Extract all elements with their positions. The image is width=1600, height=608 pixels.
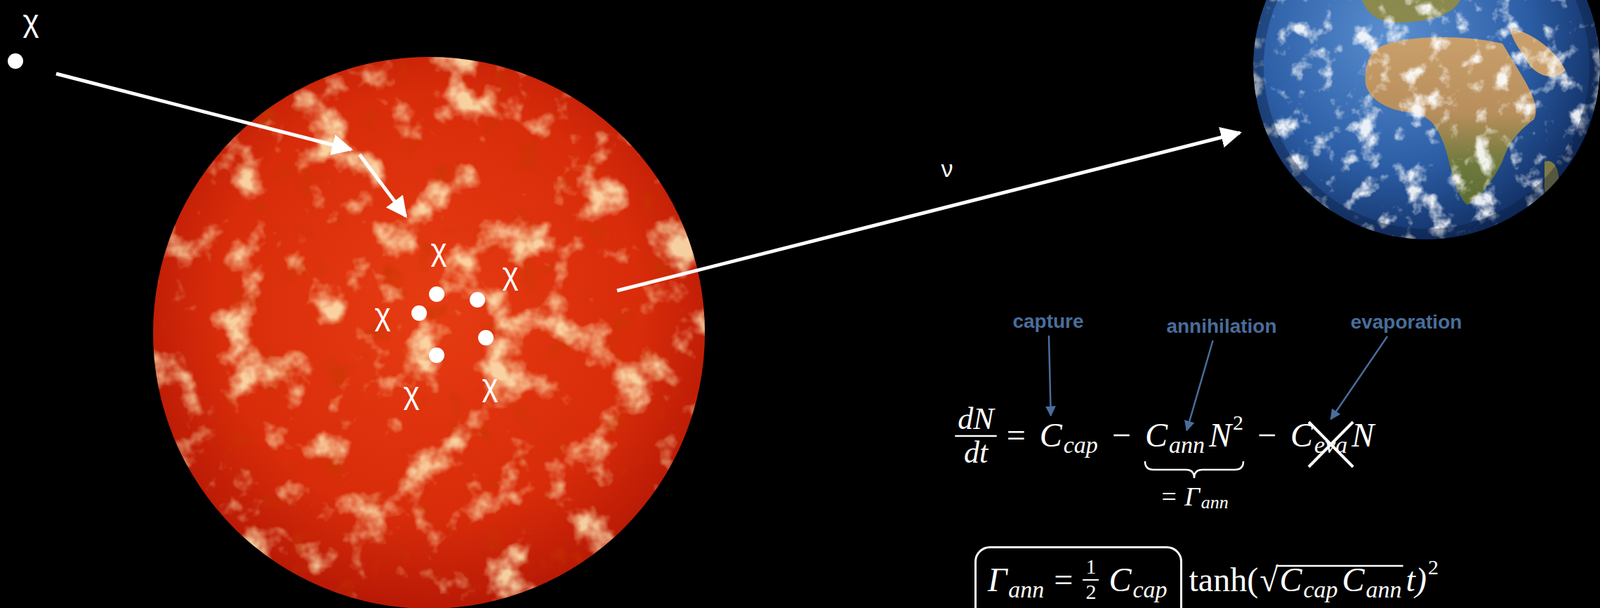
- fraction-denominator: dt: [963, 437, 988, 469]
- strike-cross: [1308, 421, 1353, 467]
- particle-label: χ: [402, 377, 420, 409]
- fraction-bar: [954, 435, 997, 438]
- variable: N: [1351, 418, 1374, 453]
- annotation-arrow: [1186, 340, 1213, 431]
- subscript: ann: [1168, 433, 1205, 458]
- term-annotation: evaporation: [1350, 312, 1463, 333]
- variable: C: [1145, 418, 1168, 453]
- minus-sign: −: [1257, 418, 1277, 453]
- annotation-arrow: [1048, 335, 1051, 416]
- particle-label: χ: [501, 258, 519, 290]
- fraction-denominator: 2: [1085, 581, 1096, 603]
- exponent: 2: [1427, 556, 1439, 578]
- fraction-numerator: 1: [1085, 556, 1096, 578]
- variable: C: [1290, 418, 1313, 453]
- infall-arrow: [56, 73, 352, 150]
- subscript: ann: [1008, 577, 1044, 602]
- neutrino-arrow: [617, 132, 1240, 291]
- variable: t): [1406, 563, 1427, 597]
- subscript: cap: [1132, 577, 1167, 602]
- rate-symbol: = Γ: [1159, 483, 1200, 510]
- fraction-numerator: dN: [957, 403, 994, 435]
- subscript: cap: [1063, 433, 1099, 458]
- underbrace: [1145, 461, 1244, 479]
- variable: C: [1342, 563, 1365, 597]
- fraction-bar: [1082, 579, 1099, 581]
- variable: N: [1208, 418, 1232, 453]
- earth-illustration: [1253, 0, 1600, 240]
- neutrino-label: ν: [941, 156, 954, 181]
- variable: C: [1039, 418, 1063, 453]
- rate-symbol: Γ: [987, 563, 1007, 597]
- sun-illustration: [153, 56, 705, 608]
- term-annotation: annihilation: [1166, 316, 1277, 337]
- variable: C: [1279, 563, 1302, 597]
- strike-cross: [1308, 421, 1353, 467]
- equals-sign: =: [1053, 563, 1073, 597]
- subscript: ann: [1366, 577, 1403, 602]
- formula-box: Γann = 1 2Ccap: [974, 546, 1183, 608]
- particle-label: χ: [374, 299, 391, 330]
- subscript: ann: [1201, 493, 1229, 512]
- subscript: cap: [1303, 577, 1338, 602]
- particle-label: χ: [22, 5, 39, 37]
- particle-label: χ: [481, 369, 498, 401]
- minus-sign: −: [1112, 418, 1132, 453]
- variable: C: [1108, 563, 1132, 597]
- wimp-dot: [7, 53, 24, 69]
- wimp-dots: [411, 286, 494, 363]
- function-name: tanh(: [1189, 563, 1259, 597]
- annotation-arrow: [1331, 336, 1388, 420]
- subscript: eva: [1314, 433, 1348, 458]
- equals-sign: =: [1006, 418, 1026, 453]
- capture-arrow: [359, 154, 406, 217]
- sun-region: χ χ χ χ χ: [153, 56, 705, 608]
- sqrt-sign: √: [1259, 563, 1278, 597]
- term-annotation: capture: [1012, 311, 1084, 332]
- particle-label: χ: [430, 234, 447, 266]
- exponent: 2: [1232, 412, 1244, 434]
